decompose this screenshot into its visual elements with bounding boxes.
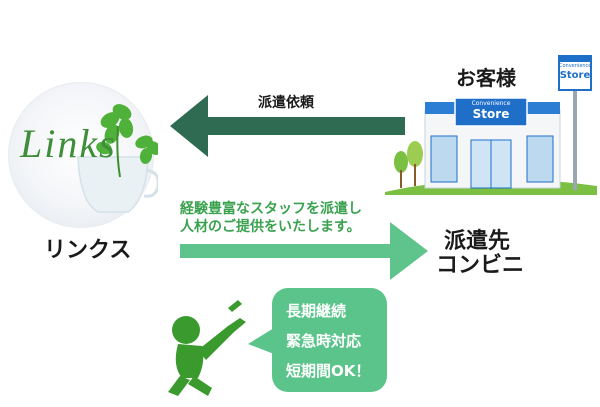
dispatch-arrow-shape: [180, 222, 428, 280]
figure-hand: [228, 300, 242, 312]
customer-label: お客様: [456, 66, 516, 90]
pole-sign-big: Store: [559, 70, 591, 81]
benefit-line3: 短期間OK！: [286, 362, 371, 380]
destination-label-line1: 派遣先: [444, 229, 511, 254]
links-label: リンクス: [44, 238, 132, 263]
store-window-left: [430, 135, 458, 183]
dispatch-text-line1: 経験豊富なスタッフを派遣し: [180, 201, 362, 217]
sign-pole: [573, 90, 577, 190]
links-logo-text: Links: [20, 121, 117, 166]
tree-trunk: [414, 164, 416, 186]
store-window-right: [526, 135, 554, 183]
tree-icon: [394, 151, 408, 173]
store-sign-board: [454, 97, 528, 127]
benefits-text: 長期継続 緊急時対応 短期間OK！: [286, 296, 370, 386]
dispatch-arrow: [180, 222, 428, 280]
request-arrow-shape: [170, 95, 405, 157]
tree-trunk: [400, 170, 402, 188]
figure-body: [175, 344, 204, 378]
benefits-bubble: [272, 288, 387, 392]
figure-leg-left: [168, 376, 190, 396]
benefit-line1: 長期継続: [286, 302, 347, 320]
bubble-tail: [248, 328, 274, 354]
glass-handle: [143, 168, 158, 198]
store-sign-small: Convenience: [471, 100, 511, 107]
pointing-figure-icon: [168, 300, 246, 396]
pole-sign-small: Convenience: [559, 63, 592, 69]
clover-stem: [116, 125, 121, 178]
destination-label-line2: コンビニ: [436, 253, 525, 278]
clover-decoration: [77, 104, 158, 213]
dispatch-text-line2: 人材のご提供をいたします。: [180, 219, 361, 235]
pole-sign-stripe: [559, 56, 591, 62]
clover-icon: [96, 104, 158, 164]
figure-head: [172, 316, 200, 344]
glass-shape: [77, 156, 149, 213]
benefit-line2: 緊急時対応: [286, 332, 362, 350]
figure-leg-right: [188, 376, 212, 396]
tree-icon: [407, 141, 423, 167]
request-arrow: [170, 95, 405, 157]
convenience-store-illustration: [385, 55, 597, 195]
figure-arm: [198, 318, 246, 360]
bubble-tail-shape: [248, 328, 274, 354]
request-label: 派遣依頼: [258, 95, 314, 111]
store-sign-big: Store: [472, 107, 510, 121]
